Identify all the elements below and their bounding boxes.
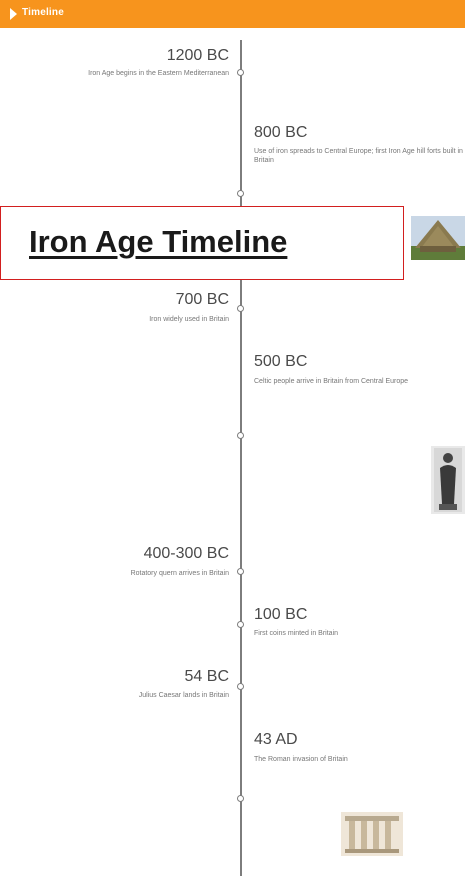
event-description: Iron Age begins in the Eastern Mediterra… bbox=[88, 70, 229, 77]
statue-thumbnail[interactable] bbox=[431, 446, 465, 514]
event-year: 1200 BC bbox=[166, 47, 229, 64]
timeline-dot bbox=[237, 69, 244, 76]
event-description: Iron widely used in Britain bbox=[149, 316, 229, 323]
event-year: 54 BC bbox=[184, 668, 229, 685]
event-year: 500 BC bbox=[254, 353, 308, 370]
event-year: 800 BC bbox=[254, 124, 308, 141]
timeline-dot bbox=[237, 190, 244, 197]
event-description: First coins minted in Britain bbox=[254, 630, 339, 637]
iron-age-title-banner: Iron Age Timeline bbox=[0, 206, 404, 280]
event-description: Use of iron spreads to Central Europe; f… bbox=[254, 148, 463, 164]
event-year: 700 BC bbox=[175, 291, 229, 308]
roundhouse-thumbnail[interactable] bbox=[411, 216, 465, 260]
event-description: Julius Caesar lands in Britain bbox=[138, 692, 229, 699]
banner-title: Iron Age Timeline bbox=[29, 224, 288, 259]
chevron-right-icon bbox=[10, 8, 17, 20]
statue-image bbox=[431, 446, 465, 514]
event-year: 100 BC bbox=[254, 606, 308, 623]
roundhouse-image bbox=[411, 216, 465, 260]
columns-thumbnail[interactable] bbox=[341, 812, 403, 856]
header-title: Timeline bbox=[22, 7, 64, 18]
timeline-dot bbox=[237, 683, 244, 690]
timeline-dot bbox=[237, 568, 244, 575]
timeline-header-bar: Timeline bbox=[0, 0, 465, 28]
event-year: 43 AD bbox=[254, 731, 298, 748]
columns-image bbox=[341, 812, 403, 856]
timeline-dot bbox=[237, 795, 244, 802]
event-year: 400-300 BC bbox=[143, 545, 229, 562]
timeline-axis bbox=[240, 40, 242, 876]
timeline-dot bbox=[237, 432, 244, 439]
event-description: Celtic people arrive in Britain from Cen… bbox=[254, 378, 409, 385]
timeline-dot bbox=[237, 305, 244, 312]
event-description: Rotatory quern arrives in Britain bbox=[130, 570, 229, 577]
event-description: The Roman invasion of Britain bbox=[254, 756, 348, 763]
timeline-dot bbox=[237, 621, 244, 628]
